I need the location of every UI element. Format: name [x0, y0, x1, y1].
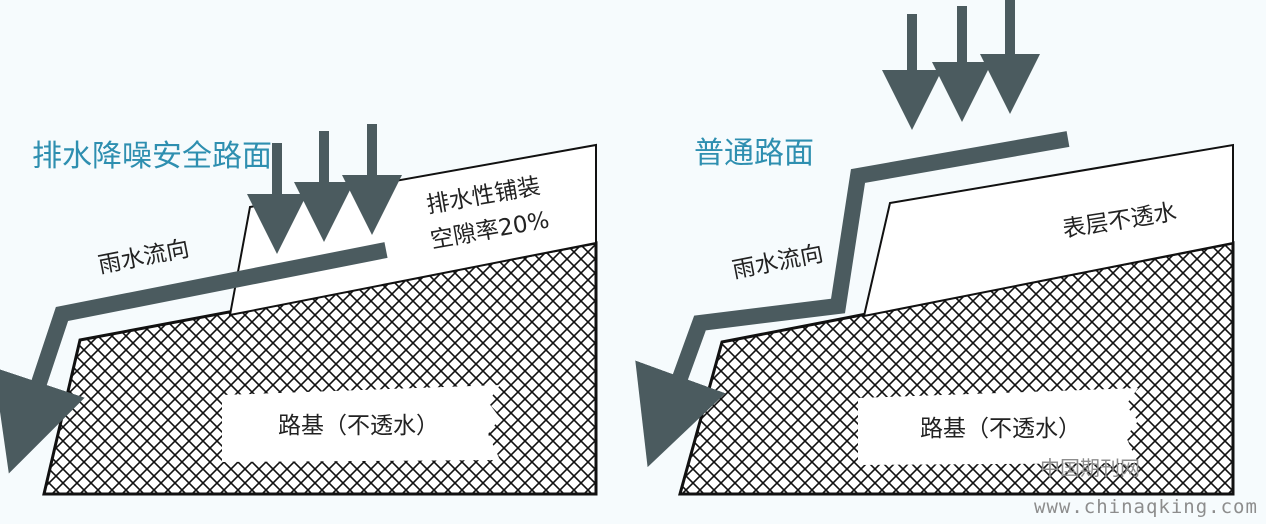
- left-rain-arrows: [247, 124, 402, 254]
- left-title: 排水降噪安全路面: [32, 139, 272, 174]
- right-panel: 普通路面 雨水流向 表层不透水 路基（不透水）: [635, 0, 1235, 496]
- right-title: 普通路面: [694, 136, 814, 171]
- left-panel: 排水降噪安全路面 雨水流向 排水性铺装 空隙率20% 路基（不透水）: [0, 124, 598, 496]
- right-subgrade-label: 路基（不透水）: [920, 416, 1081, 442]
- right-rain-arrows: [882, 0, 1040, 130]
- left-flow-label: 雨水流向: [96, 236, 191, 279]
- right-surface-layer: [862, 143, 1234, 318]
- right-flow-label: 雨水流向: [730, 241, 825, 284]
- right-subgrade-label-box: [858, 388, 1138, 465]
- left-porous-layer: [228, 143, 597, 317]
- left-water-flow-arrow: [0, 242, 388, 474]
- watermark-url: www.chinaqking.com: [1034, 496, 1258, 518]
- left-subgrade-label-box: [222, 385, 500, 462]
- right-water-flow-arrow: [635, 131, 1070, 468]
- left-subgrade-label: 路基（不透水）: [278, 413, 439, 439]
- watermark-cn: 中国期刊网: [1040, 456, 1140, 480]
